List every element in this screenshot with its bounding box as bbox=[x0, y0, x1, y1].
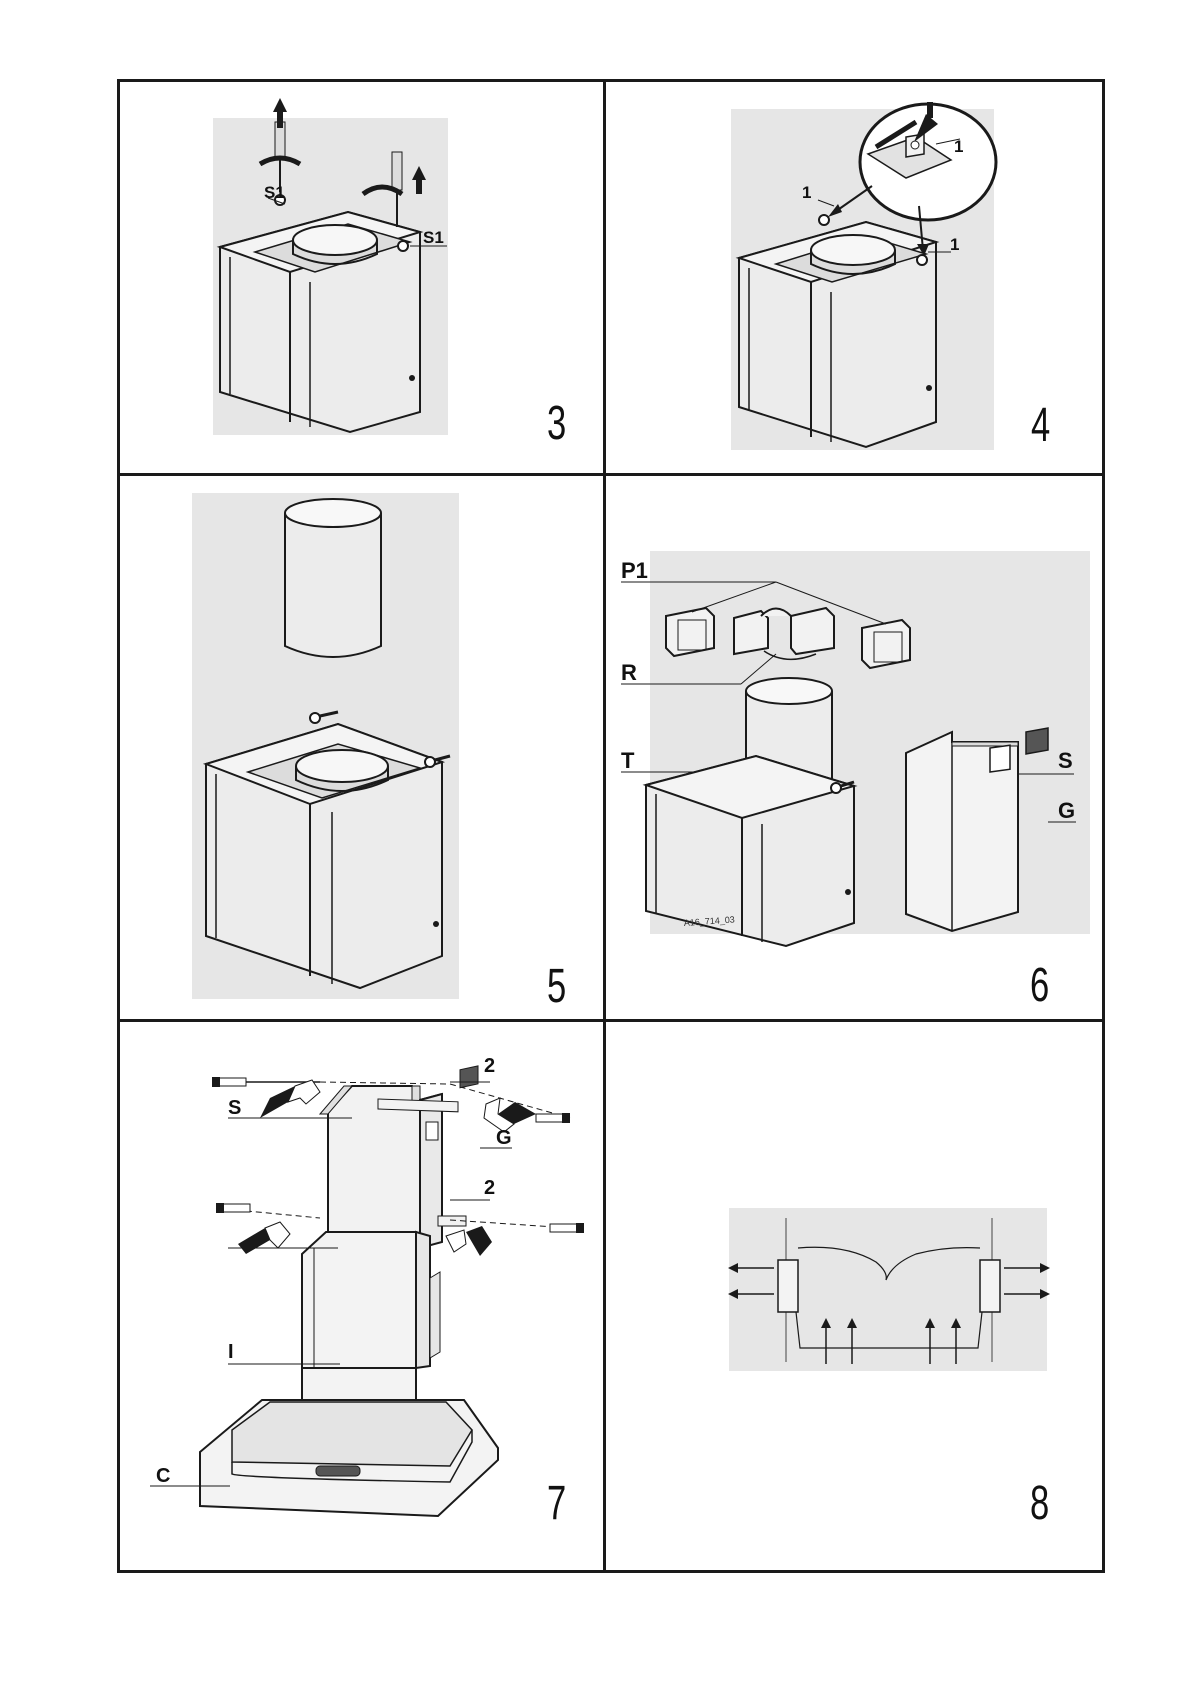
label-g: G bbox=[1058, 798, 1075, 823]
label-c: C bbox=[156, 1465, 170, 1487]
step-5-panel: 5 bbox=[120, 476, 603, 1019]
step-4-panel: 1 1 1 4 bbox=[606, 82, 1102, 473]
step-3-panel: S1 S1 3 bbox=[120, 82, 603, 473]
step-8-illustration bbox=[606, 1022, 1102, 1570]
step-number-5: 5 bbox=[547, 963, 566, 1011]
step-7-panel: 2 2 S G I C 7 bbox=[120, 1022, 603, 1570]
label-s-chimney: S bbox=[228, 1097, 241, 1119]
step-7-illustration: 2 2 S G I C bbox=[120, 1022, 603, 1570]
label-2-bottom: 2 bbox=[484, 1177, 495, 1199]
step-number-3: 3 bbox=[547, 400, 566, 448]
step-5-illustration bbox=[120, 476, 603, 1019]
label-s1-left: S1 bbox=[264, 183, 285, 202]
label-s: S bbox=[1058, 748, 1073, 773]
step-3-illustration: S1 S1 bbox=[120, 82, 603, 473]
label-g-grille: G bbox=[496, 1127, 512, 1149]
step-6-illustration: A16_714_03 P1 R T S G bbox=[606, 476, 1102, 1019]
label-1-left: 1 bbox=[802, 183, 811, 202]
label-s1-right: S1 bbox=[423, 228, 444, 247]
step-6-panel: A16_714_03 P1 R T S G 6 bbox=[606, 476, 1102, 1019]
label-1-zoom: 1 bbox=[954, 137, 963, 156]
label-i: I bbox=[228, 1341, 234, 1363]
step-4-illustration: 1 1 1 bbox=[606, 82, 1102, 473]
step-8-panel: 8 bbox=[606, 1022, 1102, 1570]
label-p1: P1 bbox=[621, 558, 648, 583]
step-number-8: 8 bbox=[1030, 1480, 1049, 1528]
step-number-7: 7 bbox=[547, 1480, 566, 1528]
step-number-4: 4 bbox=[1031, 402, 1050, 450]
step-number-6: 6 bbox=[1030, 962, 1049, 1010]
label-r: R bbox=[621, 660, 637, 685]
label-t: T bbox=[621, 748, 635, 773]
label-2-top: 2 bbox=[484, 1055, 495, 1077]
label-1-right: 1 bbox=[950, 235, 959, 254]
